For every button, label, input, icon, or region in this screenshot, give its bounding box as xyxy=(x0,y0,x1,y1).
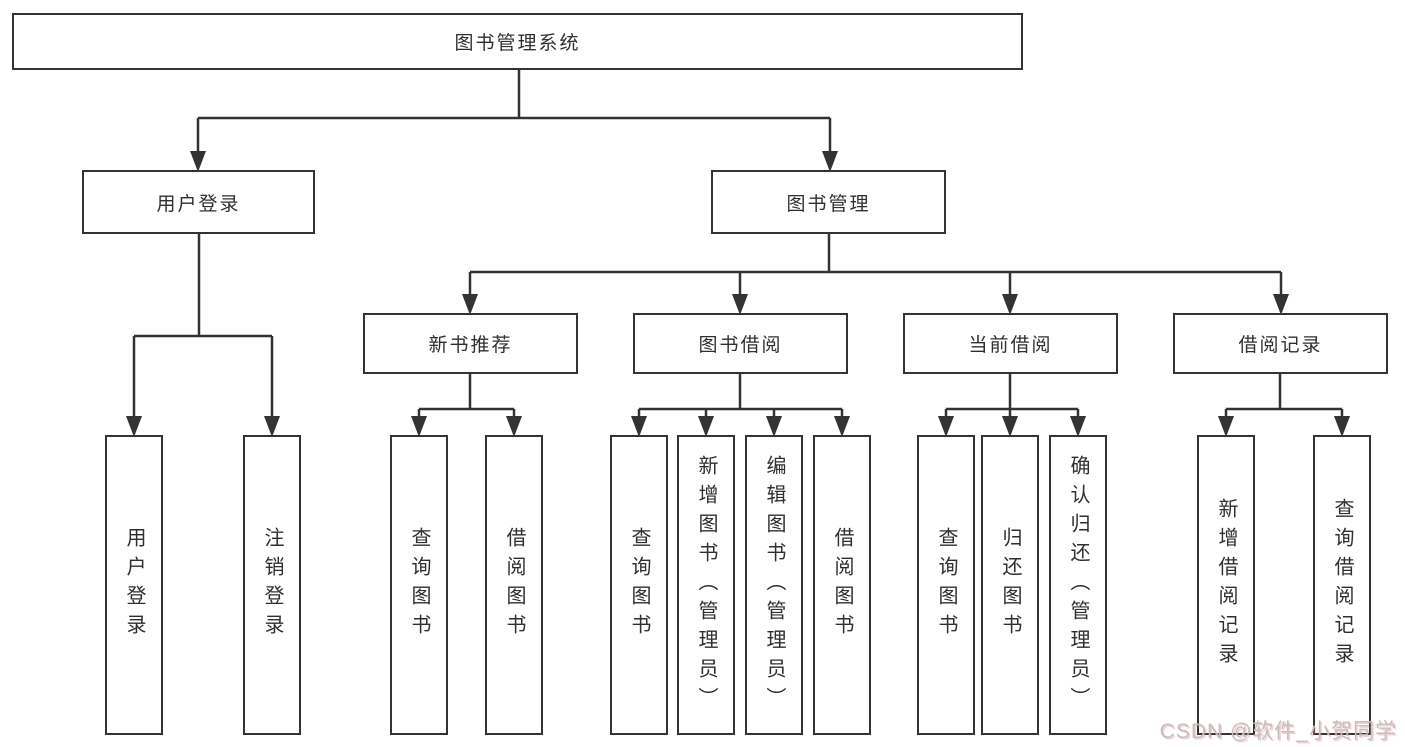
leaf-borrowing-borrow-books: 借阅图书 xyxy=(813,435,871,735)
leaf-logout-label: 注销登录 xyxy=(261,527,283,643)
leaf-borrowing-query-books: 查询图书 xyxy=(610,435,668,735)
leaf-add-borrow-record-label: 新增借阅记录 xyxy=(1215,498,1237,672)
node-book-management: 图书管理 xyxy=(711,170,946,234)
leaf-query-borrow-record-label: 查询借阅记录 xyxy=(1331,498,1353,672)
leaf-edit-books-admin-label: 编辑图书（管理员） xyxy=(763,454,785,716)
leaf-return-books-label: 归还图书 xyxy=(999,527,1021,643)
node-book-management-label: 图书管理 xyxy=(786,193,871,215)
node-new-book-recommend-label: 新书推荐 xyxy=(428,335,513,356)
node-borrow-records-label: 借阅记录 xyxy=(1238,335,1323,356)
leaf-borrowing-query-books-label: 查询图书 xyxy=(628,527,650,643)
leaf-recommend-query-books-label: 查询图书 xyxy=(408,527,430,643)
leaf-recommend-borrow-books: 借阅图书 xyxy=(485,435,543,735)
leaf-add-borrow-record: 新增借阅记录 xyxy=(1197,435,1255,735)
node-book-borrowing-label: 图书借阅 xyxy=(698,335,783,356)
leaf-current-query-books: 查询图书 xyxy=(917,435,975,735)
node-current-borrowing-label: 当前借阅 xyxy=(968,335,1053,356)
leaf-recommend-query-books: 查询图书 xyxy=(390,435,448,735)
node-root: 图书管理系统 xyxy=(12,13,1023,70)
leaf-user-login-label: 用户登录 xyxy=(123,527,145,643)
leaf-add-books-admin-label: 新增图书（管理员） xyxy=(695,454,717,716)
arrowheads xyxy=(126,151,1350,437)
leaf-logout: 注销登录 xyxy=(243,435,301,735)
leaf-recommend-borrow-books-label: 借阅图书 xyxy=(503,527,525,643)
leaf-edit-books-admin: 编辑图书（管理员） xyxy=(745,435,803,735)
leaf-user-login: 用户登录 xyxy=(105,435,163,735)
node-user-login-label: 用户登录 xyxy=(156,193,241,215)
leaf-current-query-books-label: 查询图书 xyxy=(935,527,957,643)
node-root-label: 图书管理系统 xyxy=(454,33,581,54)
csdn-watermark: CSDN @软件_小贺同学 xyxy=(1159,720,1397,743)
node-book-borrowing: 图书借阅 xyxy=(633,313,848,374)
node-borrow-records: 借阅记录 xyxy=(1173,313,1388,374)
leaf-query-borrow-record: 查询借阅记录 xyxy=(1313,435,1371,735)
leaf-confirm-return-admin-label: 确认归还（管理员） xyxy=(1067,454,1089,716)
leaf-borrowing-borrow-books-label: 借阅图书 xyxy=(831,527,853,643)
node-new-book-recommend: 新书推荐 xyxy=(363,313,578,374)
leaf-return-books: 归还图书 xyxy=(981,435,1039,735)
leaf-add-books-admin: 新增图书（管理员） xyxy=(677,435,735,735)
node-current-borrowing: 当前借阅 xyxy=(903,313,1118,374)
node-user-login: 用户登录 xyxy=(82,170,315,234)
leaf-confirm-return-admin: 确认归还（管理员） xyxy=(1049,435,1107,735)
